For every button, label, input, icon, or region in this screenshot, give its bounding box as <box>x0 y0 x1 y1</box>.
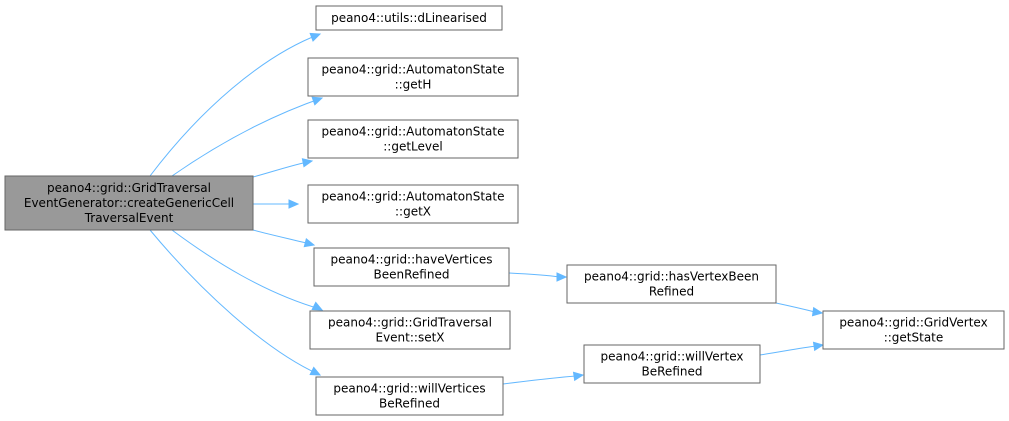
node-getLevel[interactable]: peano4::grid::AutomatonState::getLevel <box>307 119 519 159</box>
node-label-line: peano4::grid::GridTraversal <box>328 316 492 330</box>
edge-arrowhead <box>311 301 324 311</box>
node-label-line: peano4::grid::AutomatonState <box>322 125 505 139</box>
edge-arrowhead <box>812 341 825 352</box>
edge-arrowhead <box>301 158 314 168</box>
node-box[interactable] <box>313 247 510 287</box>
node-label-line: TraversalEvent <box>84 211 174 225</box>
node-box[interactable] <box>315 376 504 416</box>
edge-root-to-willVerticesBeRefined <box>149 229 322 376</box>
edge-root-to-getX <box>253 199 300 209</box>
edges-layer <box>149 32 825 385</box>
edge-root-to-getLevel <box>252 158 314 178</box>
node-label-line: peano4::grid::AutomatonState <box>322 63 505 77</box>
edge-line <box>775 302 816 313</box>
edge-arrowhead <box>288 199 300 209</box>
edge-line <box>149 229 319 375</box>
edge-willVertexBeRefined-to-getState <box>759 341 825 356</box>
edge-root-to-setX <box>171 229 324 311</box>
node-label-line: BeRefined <box>379 397 440 411</box>
node-getState[interactable]: peano4::grid::GridVertex::getState <box>822 310 1005 350</box>
node-root-function[interactable]: peano4::grid::GridTraversalEventGenerato… <box>4 175 254 231</box>
edge-arrowhead <box>309 32 322 42</box>
edge-root-to-getH <box>171 96 324 177</box>
node-label-line: peano4::grid::hasVertexBeen <box>584 270 759 284</box>
edge-arrowhead <box>303 237 316 248</box>
edge-arrowhead <box>556 272 568 282</box>
node-label-line: ::getX <box>395 205 431 219</box>
edge-line <box>171 97 323 177</box>
node-box[interactable] <box>4 175 254 231</box>
node-box[interactable] <box>307 57 519 97</box>
node-label-line: peano4::utils::dLinearised <box>331 11 487 25</box>
node-box[interactable] <box>566 264 777 304</box>
node-dLinearised[interactable]: peano4::utils::dLinearised <box>315 5 503 31</box>
edge-line <box>502 375 577 385</box>
edge-arrowhead <box>311 96 324 106</box>
node-label-line: Refined <box>649 285 694 299</box>
node-box[interactable] <box>307 184 519 224</box>
node-getH[interactable]: peano4::grid::AutomatonState::getH <box>307 57 519 97</box>
edge-arrowhead <box>572 371 585 382</box>
edge-hasVertexBeenRefined-to-getState <box>775 302 824 317</box>
node-getX[interactable]: peano4::grid::AutomatonState::getX <box>307 184 519 224</box>
edge-line <box>149 33 321 177</box>
node-label-line: EventGenerator::createGenericCell <box>24 196 234 210</box>
edge-root-to-dLinearised <box>149 32 322 177</box>
edge-line <box>508 272 561 278</box>
node-box[interactable] <box>583 344 761 384</box>
node-label-line: peano4::grid::haveVertices <box>331 253 493 267</box>
node-label-line: BeenRefined <box>374 268 450 282</box>
node-label-line: ::getLevel <box>383 140 442 154</box>
node-label-line: BeRefined <box>642 365 703 379</box>
node-label-line: peano4::grid::willVertex <box>601 350 744 364</box>
node-box[interactable] <box>307 119 519 159</box>
edge-arrowhead <box>309 366 322 376</box>
edge-arrowhead <box>811 306 824 317</box>
edge-haveVerticesBeenRefined-to-hasVertexBeenRefined <box>508 272 568 282</box>
nodes-layer: peano4::grid::GridTraversalEventGenerato… <box>4 5 1005 416</box>
node-box[interactable] <box>315 5 503 31</box>
node-label-line: ::getState <box>884 331 944 345</box>
edge-line <box>759 345 817 356</box>
node-label-line: peano4::grid::AutomatonState <box>322 190 505 204</box>
edge-line <box>171 229 321 310</box>
node-label-line: peano4::grid::willVertices <box>333 382 485 396</box>
node-box[interactable] <box>309 310 511 350</box>
node-label-line: peano4::grid::GridVertex <box>839 316 987 330</box>
edge-willVerticesBeRefined-to-willVertexBeRefined <box>502 371 585 385</box>
node-box[interactable] <box>822 310 1005 350</box>
node-label-line: peano4::grid::GridTraversal <box>47 181 211 195</box>
node-label-line: ::getH <box>395 78 432 92</box>
node-label-line: Event::setX <box>375 331 444 345</box>
edge-root-to-haveVerticesBeenRefined <box>252 229 316 248</box>
